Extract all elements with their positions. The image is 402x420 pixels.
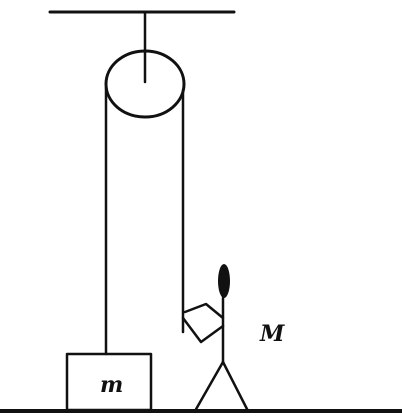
person-head [218,264,230,298]
person-mass-label: M [259,321,285,347]
person-arm-lower [181,316,225,344]
pulley-wheel [104,49,186,119]
person-leg-left [193,360,225,413]
person-arm-upper [183,302,225,320]
person-figure [181,264,250,413]
person-leg-right [221,360,250,413]
block-mass-label: m [100,372,123,398]
